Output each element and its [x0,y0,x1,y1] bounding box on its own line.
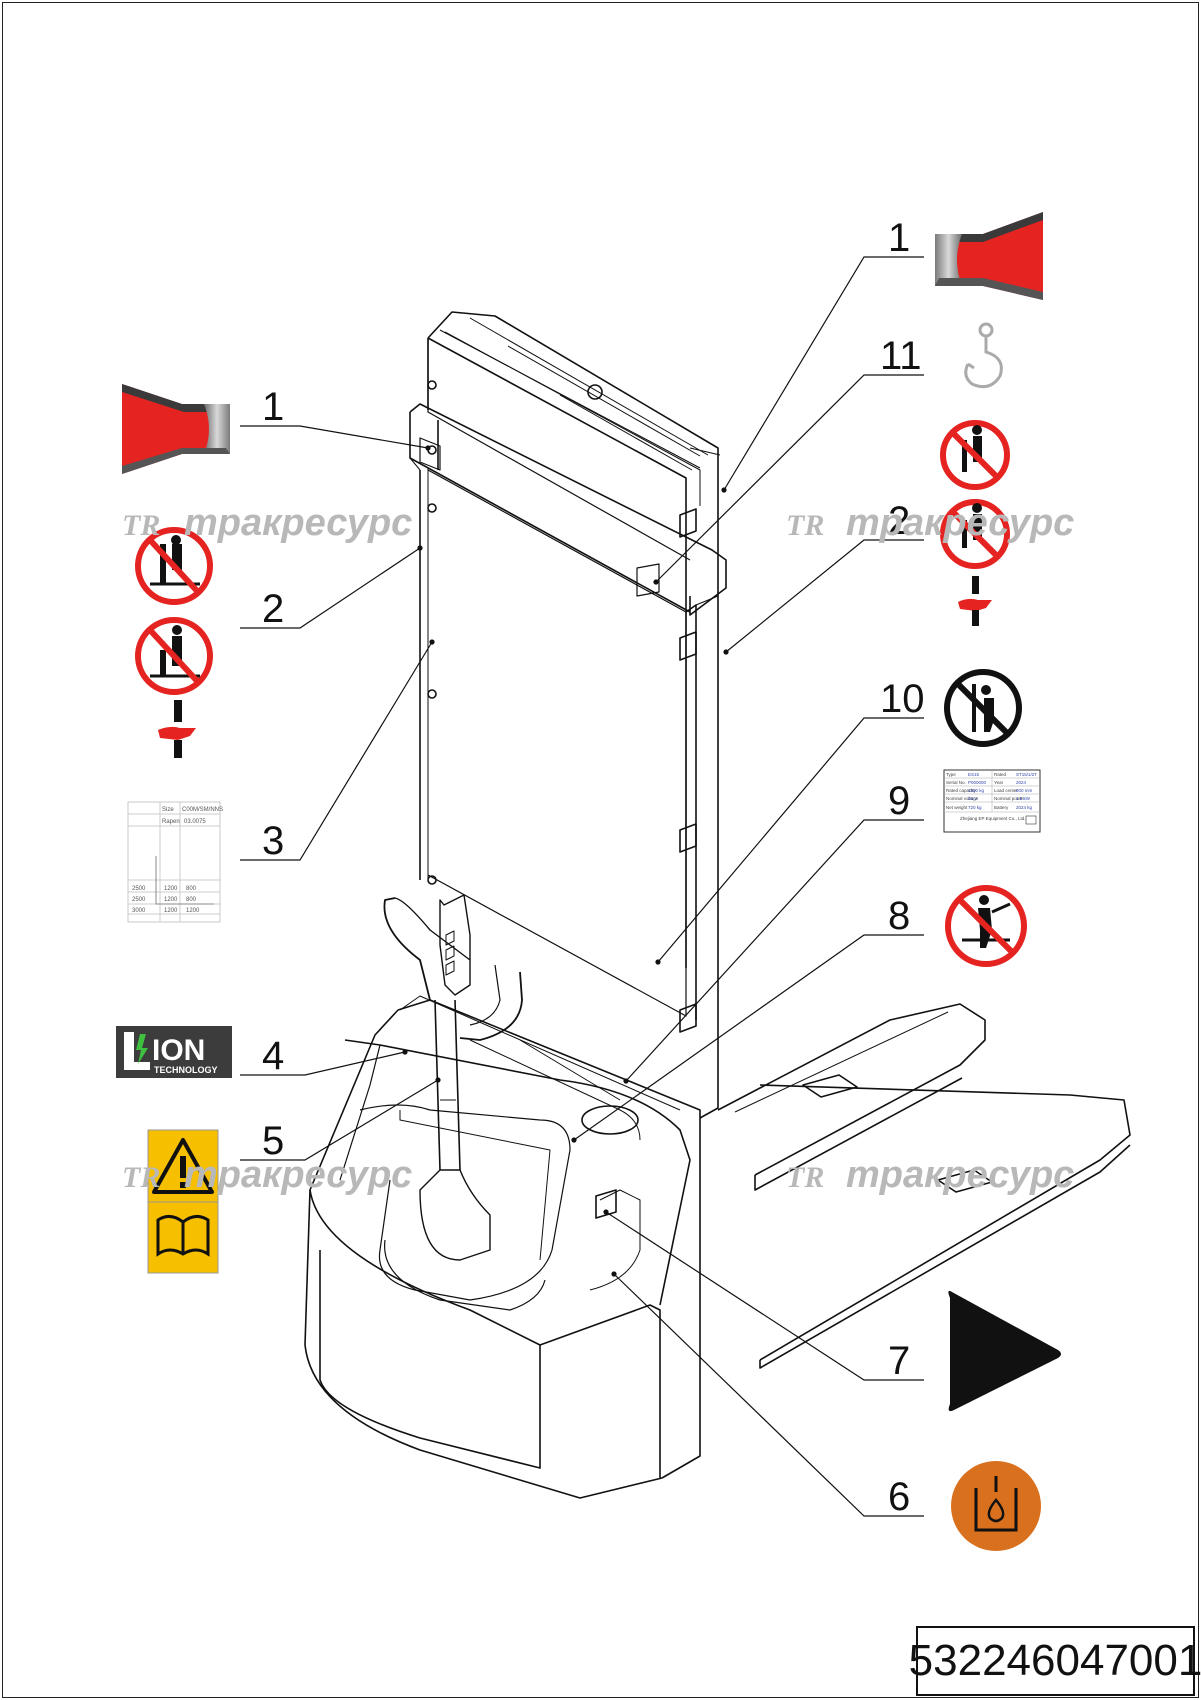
callout-numbers: 1 2 3 4 5 1 11 2 10 9 8 7 6 [262,216,925,1519]
lion-logo-subtext: TECHNOLOGY [154,1065,218,1075]
nameplate-r2c4: 2024 [1016,780,1027,785]
nameplate-r1c1: Type [946,772,956,777]
direction-arrow-icon [948,1290,1061,1412]
load-table-r1c3: 800 [186,886,197,892]
callout-11-label: 11 [880,334,922,378]
reflector-right-icon [935,212,1043,300]
callout-8-label: 8 [888,894,910,938]
lion-technology-logo: ION TECHNOLOGY [116,1026,232,1078]
nameplate-r5c4: 2024 kg [1016,805,1033,810]
prohibition-standing-icons [135,527,213,758]
watermark-logo: TR [122,1161,160,1194]
load-table-r3c3: 1200 [186,908,200,914]
nameplate-r3c3: Load center [994,788,1018,793]
load-capacity-table-icon: Size C00M/SM/NNS Rapen 03.0075 2500 1200… [127,801,223,923]
nameplate-r3c4: 600 mm [1016,788,1033,793]
nameplate-r5c1: Net weight [946,805,968,810]
callout-4-label: 4 [262,1034,284,1078]
reflector-left-icon [122,384,230,474]
nameplate-r2c1: Serial No. [946,780,966,785]
callout-1-left-label: 1 [262,385,284,429]
load-table-r1c1: 2500 [132,886,146,892]
hydraulic-oil-icon [951,1461,1041,1551]
load-table-header-model: C00M/SM/NNS [182,807,223,813]
load-table-sub-value: 03.0075 [184,819,206,825]
callout-3-label: 3 [262,819,284,863]
leader-lines [240,256,924,1517]
callout-9-label: 9 [888,779,910,823]
watermark-bottom-right: TR тракресурс [786,1154,1074,1196]
load-table-r3c1: 3000 [132,908,146,914]
nameplate-r1c3: Rated [994,772,1007,777]
watermark-logo: TR [786,509,824,542]
load-table-r3c2: 1200 [164,908,178,914]
watermark-text: тракресурс [184,1154,412,1196]
nameplate-r3c2: 1500 kg [968,788,985,793]
lifting-hook-icon [964,322,1003,389]
no-standing-on-fork-icon [135,527,213,605]
prohibition-standing-icons-right [940,420,1010,626]
stacker-drawing [304,311,1131,1499]
watermark-text: тракресурс [846,1154,1074,1196]
nameplate-r3c1: Rated capacity [946,788,977,793]
nameplate-r5c2: 720 kg [968,805,982,810]
watermark-top-right: TR тракресурс [786,502,1074,544]
watermark-top-left: TR тракресурс [122,502,412,544]
warning-read-manual-icon [147,1129,219,1274]
nameplate-r4c4: 1.5 kW [1016,796,1031,801]
callout-7-label: 7 [888,1339,910,1383]
no-passing-under-icon [944,669,1022,747]
callout-5-label: 5 [262,1119,284,1163]
nameplate-icon: Type ES15 Rated ST15/1/2T Serial No. P00… [943,769,1041,833]
load-table-r2c3: 800 [186,897,197,903]
callout-2-right-label: 2 [888,499,910,543]
nameplate-r2c3: Year [994,780,1004,785]
no-riding-icon [945,885,1027,967]
document-number: 532246047001 [909,1626,1201,1696]
nameplate-r4c2: 24 V [968,796,977,801]
nameplate-footer: Zhejiang EP Equipment Co., Ltd. [960,816,1025,821]
no-standing-near-icon [135,617,213,695]
callout-6-label: 6 [888,1475,910,1519]
nameplate-r1c2: ES15 [968,772,980,777]
load-table-header-size: Size [162,807,174,813]
watermark-logo: TR [122,509,160,542]
watermark-text: тракресурс [184,502,412,544]
nameplate-r2c2: P000000 [968,780,987,785]
hand-crush-icon [158,700,196,758]
load-table-sub-label: Rapen [162,819,180,825]
nameplate-r1c4: ST15/1/2T [1016,772,1037,777]
load-table-r1c2: 1200 [164,886,178,892]
watermark-text: тракресурс [846,502,1074,544]
nameplate-r4c1: Nominal voltage [946,796,979,801]
watermark-bottom-left: TR тракресурс [122,1154,412,1196]
nameplate-r4c3: Nominal power [994,796,1025,801]
watermark-logo: TR [786,1161,824,1194]
callout-10-label: 10 [880,677,925,721]
lion-logo-text: ION [152,1034,205,1067]
load-table-r2c1: 2500 [132,897,146,903]
load-table-r2c2: 1200 [164,897,178,903]
callout-1-right-label: 1 [888,216,910,260]
nameplate-r5c3: Battery [994,805,1009,810]
callout-2-left-label: 2 [262,587,284,631]
